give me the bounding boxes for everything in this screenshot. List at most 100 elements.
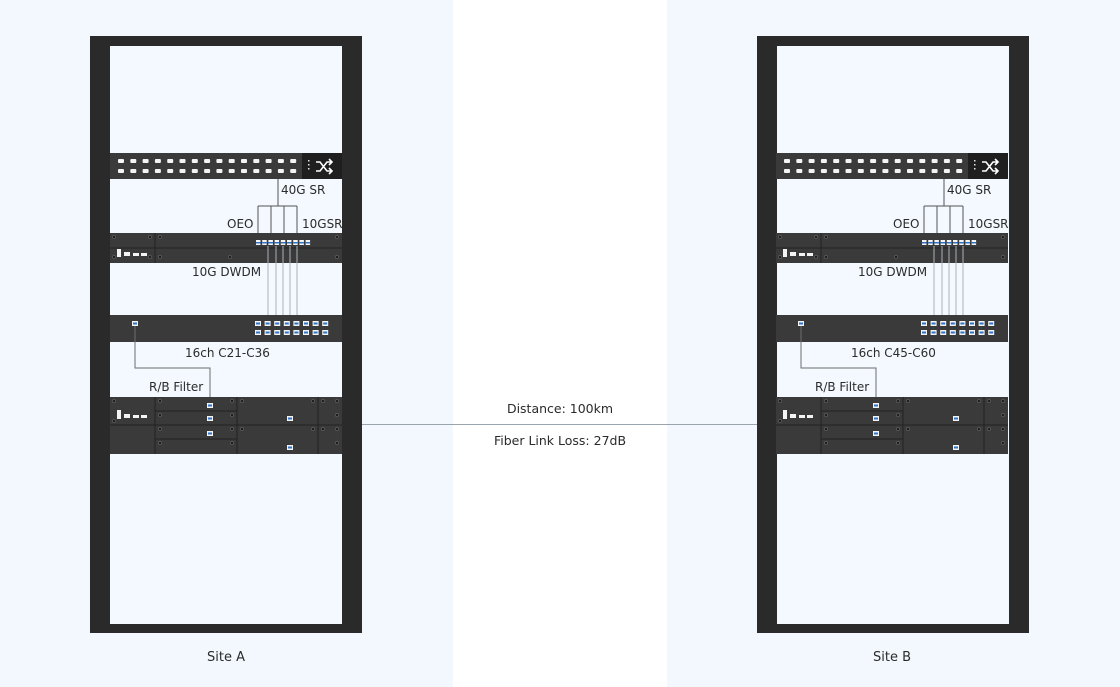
site-b-filter-screw — [778, 419, 782, 423]
site-b-patch-port — [820, 159, 827, 163]
site-b-filter-port-core — [874, 432, 878, 435]
site-a-oeo-indicator — [124, 252, 130, 256]
site-b-patch-port — [894, 159, 901, 163]
site-a-mux-port-core — [304, 331, 308, 334]
site-b-patch-port — [894, 169, 901, 173]
site-b-filter-screw — [1001, 441, 1005, 445]
site-a-patch-port — [154, 169, 161, 173]
site-b-filter-screw — [906, 427, 910, 431]
site-a-mux-port-core — [313, 331, 318, 334]
site-b-mux-port-core — [960, 322, 965, 325]
site-a-mux-chassis — [110, 315, 342, 342]
site-a-oeo-indicator — [141, 253, 147, 256]
site-b-filter-screw — [1001, 427, 1005, 431]
shuffle-icon — [982, 158, 1000, 175]
site-a-filter-screw — [311, 399, 315, 403]
site-a-patch-panel-end — [302, 153, 342, 179]
site-b-mux-port-core — [950, 322, 955, 325]
site-b-patch-port — [857, 159, 864, 163]
site-a-40g-sr-label: 40G SR — [281, 183, 326, 197]
site-a-10gsr-label: 10GSR — [302, 217, 343, 231]
site-a-filter-screw — [230, 441, 234, 445]
site-a-mux-common-core — [133, 322, 137, 325]
site-a-oeo-screw — [158, 255, 162, 259]
site-b-patch-port — [784, 169, 790, 173]
site-a-filter-port-core — [288, 446, 292, 449]
site-b-patch-port — [796, 159, 803, 163]
site-b-patch-port — [833, 159, 840, 163]
site-b-oeo-port-core — [934, 242, 939, 244]
site-b-patch-port — [956, 159, 963, 163]
site-a-patch-dots — [308, 168, 310, 170]
site-b-filter-label: R/B Filter — [815, 380, 870, 394]
site-a-filter-screw — [321, 399, 325, 403]
site-a-filter-screw — [240, 399, 244, 403]
site-a-oeo-label: OEO — [227, 217, 254, 231]
site-b-filter-screw — [824, 441, 828, 445]
site-a-mux-port-core — [313, 322, 318, 325]
site-b-oeo-port-core — [965, 242, 970, 244]
site-b-patch-port — [943, 159, 950, 163]
site-b-oeo-screw — [824, 235, 828, 239]
site-a-oeo-port-core — [274, 242, 280, 244]
site-b-mux-port-core — [922, 331, 926, 334]
site-a-patch-port — [265, 169, 272, 173]
site-a-mux-port-core — [304, 322, 308, 325]
site-b-patch-port — [784, 159, 790, 163]
site-b-patch-port — [808, 169, 815, 173]
site-a-mux-port-core — [323, 331, 328, 334]
site-a-filter-port-core — [208, 404, 212, 407]
site-b-patch-panel-end — [968, 153, 1008, 179]
site-b-oeo-screw — [778, 235, 782, 239]
site-a-filter-screw — [335, 399, 339, 403]
site-a-patch-port — [179, 169, 186, 173]
site-b-mux-port-core — [931, 322, 936, 325]
site-b-patch-dots — [974, 168, 976, 170]
site-b-filter-port-core — [954, 446, 958, 449]
site-a-oeo-port-core — [299, 242, 304, 244]
site-a-patch-port — [130, 169, 137, 173]
shuffle-icon — [316, 158, 334, 175]
site-a-oeo-port-core — [280, 242, 286, 244]
site-b-filter-screw — [896, 399, 900, 403]
fiber-loss-label: Fiber Link Loss: 27dB — [493, 433, 627, 448]
site-b-filter-screw — [906, 399, 910, 403]
site-b-oeo-port-core — [946, 242, 952, 244]
site-b-patch-port — [931, 159, 938, 163]
site-b-oeo-screw — [778, 255, 782, 259]
site-b-oeo-indicator — [783, 249, 787, 257]
site-a-patch-dots — [308, 160, 310, 162]
site-b-patch-dots — [974, 160, 976, 162]
site-a-mux-port-core — [256, 322, 260, 325]
site-b-oeo-port-core — [953, 242, 958, 244]
site-a-filter-port-core — [288, 417, 292, 420]
site-a-patch-port — [118, 159, 124, 163]
site-a-filter-screw — [158, 441, 162, 445]
site-b-filter-indicator — [799, 415, 805, 418]
site-a-oeo-screw — [112, 235, 116, 239]
site-a-oeo-port-core — [262, 242, 267, 244]
site-a-filter-label: R/B Filter — [149, 380, 204, 394]
site-b-oeo-screw — [814, 235, 818, 239]
distance-label: Distance: 100km — [506, 401, 614, 416]
site-a-filter-screw — [321, 427, 325, 431]
site-b-oeo-indicator — [790, 252, 796, 256]
site-b-label: Site B — [872, 650, 911, 665]
site-a-patch-port — [290, 159, 297, 163]
site-a-filter-screw — [112, 419, 116, 423]
site-a-filter-port-core — [208, 432, 212, 435]
site-b-filter-screw — [896, 413, 900, 417]
site-a-oeo-indicator — [117, 249, 121, 257]
site-a-mux-port-core — [265, 322, 270, 325]
site-b-mux-port-core — [979, 331, 984, 334]
site-b-oeo-screw — [1001, 235, 1005, 239]
site-a-patch-port — [253, 159, 260, 163]
site-a-patch-port — [179, 159, 186, 163]
site-b-filter-screw — [824, 399, 828, 403]
site-a-patch-port — [277, 169, 284, 173]
site-a-patch-port — [265, 159, 272, 163]
site-b-oeo-port-core — [971, 242, 977, 244]
site-b-oeo-port-core — [940, 242, 946, 244]
site-a-filter-screw — [230, 399, 234, 403]
site-b-filter-indicator — [783, 410, 787, 419]
